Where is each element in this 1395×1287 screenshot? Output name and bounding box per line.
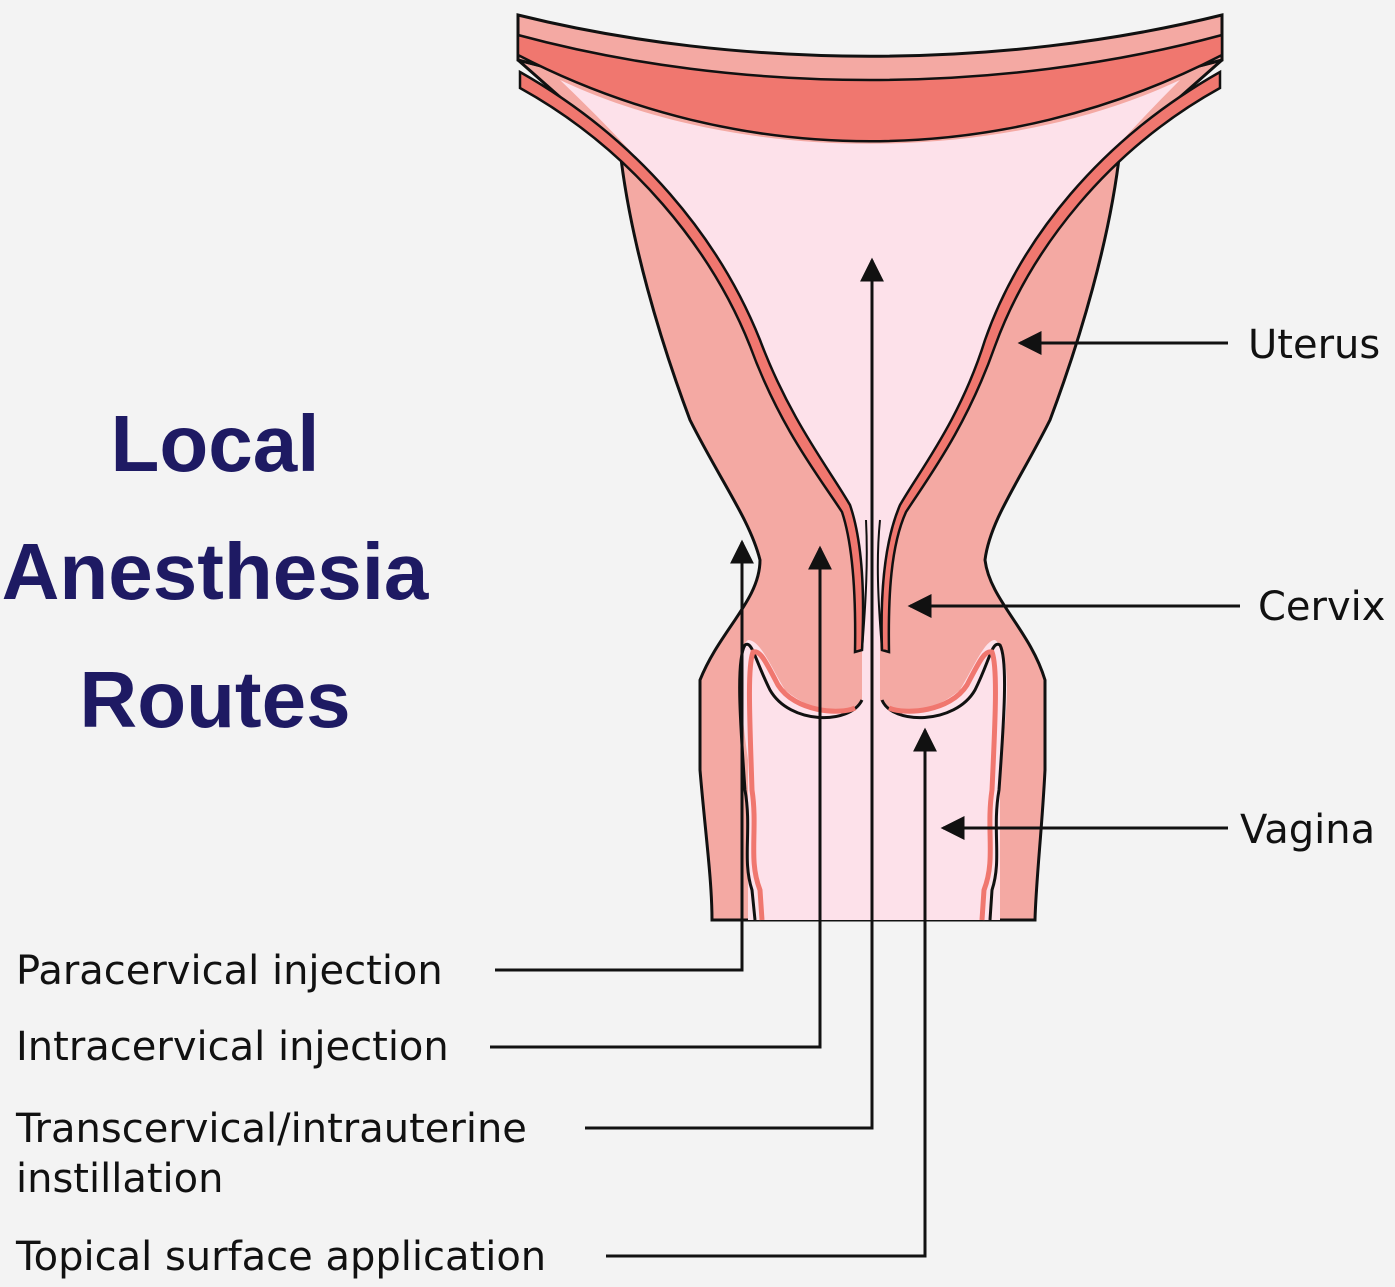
route-label-intracervical: Intracervical injection xyxy=(16,1024,449,1070)
route-label-transcervical-line2: instillation xyxy=(16,1156,223,1202)
route-label-topical: Topical surface application xyxy=(15,1234,546,1280)
route-label-transcervical: Transcervical/intrauterine xyxy=(15,1106,527,1152)
cervix-label: Cervix xyxy=(1258,584,1385,630)
uterus-label: Uterus xyxy=(1248,322,1380,368)
vagina-label: Vagina xyxy=(1240,807,1375,853)
route-label-paracervical: Paracervical injection xyxy=(16,948,443,994)
